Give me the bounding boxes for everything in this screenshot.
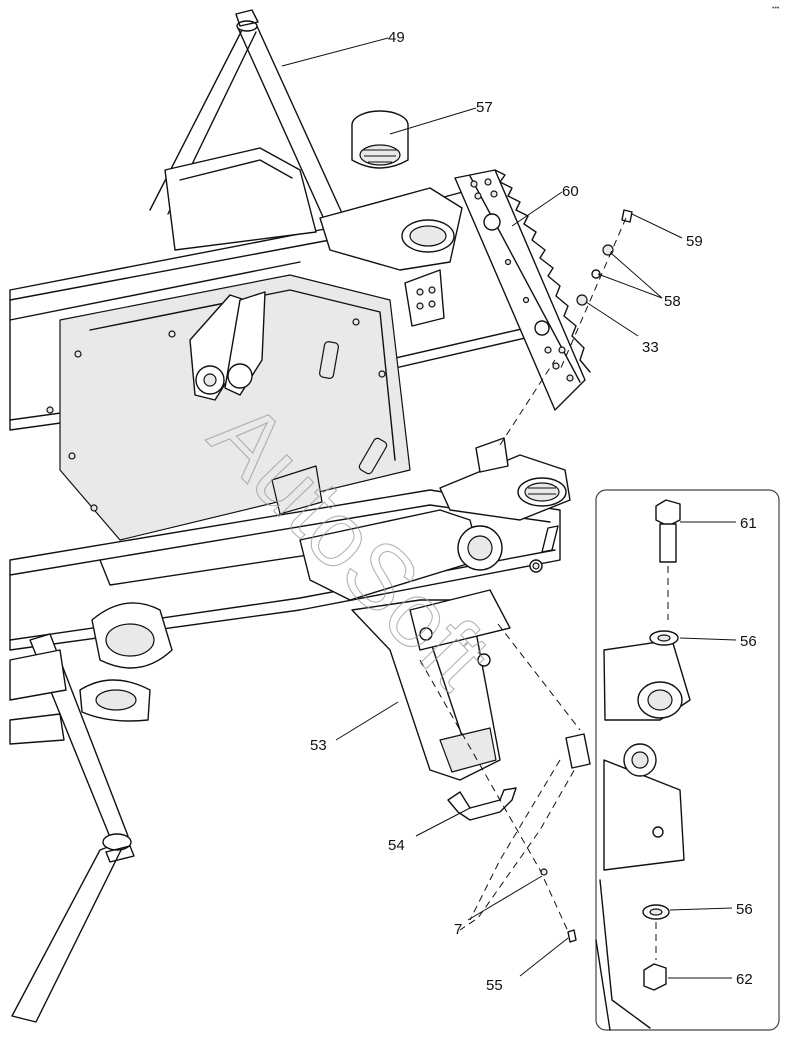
- callout-labels: 49 57 60 59 58 33 53 54 7 55 61 56 56 62: [310, 29, 757, 994]
- callout-55: 55: [486, 977, 503, 994]
- mounting-plate: [454, 169, 591, 411]
- fastener-stack-right: [559, 209, 633, 371]
- tie-rod-assembly: [149, 9, 347, 251]
- callout-49: 49: [388, 29, 405, 46]
- callout-58: 58: [664, 293, 681, 310]
- callout-56-lower: 56: [736, 901, 753, 918]
- corner-mark: •••: [772, 5, 780, 12]
- callout-61: 61: [740, 515, 757, 532]
- left-tube-assembly: [9, 602, 173, 1023]
- callout-62: 62: [736, 971, 753, 988]
- lower-routing: [419, 623, 591, 943]
- callout-56-upper: 56: [740, 633, 757, 650]
- detail-inset: [595, 489, 780, 1031]
- callout-57: 57: [476, 99, 493, 116]
- callout-53: 53: [310, 737, 327, 754]
- lower-pivot-arm: [439, 359, 571, 521]
- callout-7: 7: [454, 921, 462, 938]
- clamp-strap: [447, 787, 517, 821]
- callout-33: 33: [642, 339, 659, 356]
- round-connector: [351, 110, 409, 169]
- callout-59: 59: [686, 233, 703, 250]
- callout-60: 60: [562, 183, 579, 200]
- upper-pivot-arm: [319, 187, 463, 327]
- callout-54: 54: [388, 837, 405, 854]
- leader-lines: [281, 37, 737, 979]
